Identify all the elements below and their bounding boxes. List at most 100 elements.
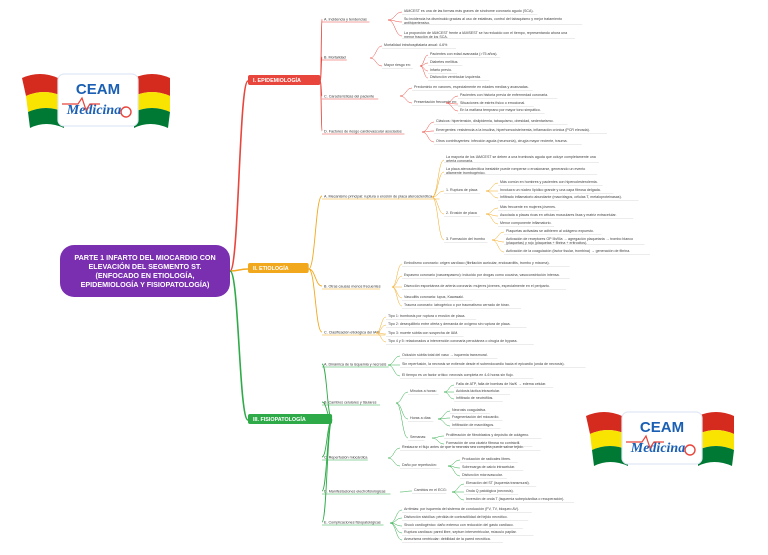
subtopic-label: A. Dinámica de la isquemia y necrosis bbox=[324, 363, 386, 367]
leaf-text: Shock cardiogénico: daño extenso con red… bbox=[404, 523, 514, 527]
flag-left-green bbox=[28, 108, 64, 128]
leaf-text: Aneurisma ventricular: debilidad de la p… bbox=[404, 537, 491, 541]
leaf-text: Infiltrado inflamatorio abundante (macró… bbox=[500, 195, 622, 199]
logo-text-ceam: CEAM bbox=[640, 419, 684, 436]
connector bbox=[447, 465, 461, 477]
subtopic-label: A. Mecanismo principal: ruptura o erosió… bbox=[324, 195, 433, 199]
connector bbox=[431, 196, 445, 241]
leaf-text: Presentación frecuente en: bbox=[414, 100, 457, 104]
connector bbox=[387, 19, 403, 23]
section-epidemiologia-label: I. EPIDEMIOLOGÍA bbox=[253, 76, 301, 84]
flag-left-red bbox=[586, 412, 626, 434]
leaf-text: Asociada a placas ricas en células muscu… bbox=[500, 213, 616, 217]
connector bbox=[443, 391, 455, 400]
leaf-text: Disección espontánea de arteria coronari… bbox=[404, 284, 550, 288]
leaf-text: Cambios en el ECG: bbox=[414, 488, 447, 492]
connector bbox=[229, 270, 249, 421]
connector bbox=[399, 95, 413, 104]
root-topic[interactable]: PARTE 1 INFARTO DEL MIOCARDIO CON ELEVAC… bbox=[60, 245, 230, 297]
subtopic-label: B. Mortalidad bbox=[324, 56, 346, 60]
leaf-text: Predominio en varones, especialmente en … bbox=[414, 85, 529, 89]
connector bbox=[485, 207, 499, 215]
connector bbox=[387, 19, 403, 37]
connector bbox=[421, 130, 435, 133]
leaf-text: Horas a días: bbox=[410, 416, 431, 420]
leaf-text: Disfunción sistólica: pérdida de contrac… bbox=[404, 515, 508, 519]
leaf-text: Plaquetas activadas se adhieren al colág… bbox=[506, 229, 594, 233]
connector bbox=[491, 231, 505, 241]
leaf-text: Vasculitis coronaria: lupus, Kawasaki. bbox=[404, 295, 464, 299]
subtopic-label: B. Otras causas menos frecuentes bbox=[324, 285, 381, 289]
connector bbox=[321, 401, 333, 421]
flag-right-yellow bbox=[134, 92, 170, 112]
connector bbox=[395, 402, 409, 420]
connector bbox=[321, 363, 333, 421]
leaf-text: Infiltración de macrófagos. bbox=[452, 423, 494, 427]
connector bbox=[391, 275, 403, 288]
leaf-text: Su incidencia ha disminuido gracias al u… bbox=[404, 17, 562, 25]
heartbeat-icon bbox=[626, 434, 664, 450]
leaf-text: Fragmentación del miocardio. bbox=[452, 415, 499, 419]
flag-right-red bbox=[134, 74, 170, 96]
logo-badge bbox=[57, 73, 139, 127]
leaf-text: 3. Formación del trombo bbox=[446, 237, 485, 241]
connector bbox=[387, 457, 401, 467]
logo-text-medicina: Medicina bbox=[66, 103, 121, 118]
leaf-text: Mayor riesgo en: bbox=[384, 63, 411, 67]
leaf-text: Elevación del ST (isquemia transmural). bbox=[466, 481, 530, 485]
connector bbox=[395, 391, 409, 404]
section-etiologia-box bbox=[248, 263, 309, 273]
flag-left-yellow bbox=[590, 430, 628, 450]
leaf-text: Inversión de onda T (isquemia subepicárd… bbox=[466, 497, 564, 501]
leaf-text: Clásicos: hipertensión, dislipidemia, ta… bbox=[436, 119, 554, 123]
connector bbox=[229, 268, 249, 272]
flag-right-green bbox=[698, 446, 734, 466]
connector bbox=[387, 364, 401, 377]
subtopic-label: C. Características del paciente bbox=[324, 95, 374, 99]
leaf-text: En la mañana temprano por mayor tono sim… bbox=[460, 108, 541, 112]
leaf-text: Proliferación de fibroblastos y depósito… bbox=[446, 433, 529, 437]
stethoscope-icon bbox=[120, 106, 132, 118]
subtopic-label: A. Incidencia y tendencias bbox=[324, 18, 367, 22]
connector bbox=[485, 190, 499, 199]
leaf-text: Semanas: bbox=[410, 435, 426, 439]
leaf-text: Activación de receptores GP IIb/IIIa → a… bbox=[506, 237, 633, 245]
connector bbox=[229, 80, 249, 272]
section-fisiopatologia-label: III. FISIOPATOLOGÍA bbox=[253, 415, 306, 423]
subtopic-label: C. Reperfusión miocárdica bbox=[324, 456, 368, 460]
connector bbox=[375, 324, 387, 334]
connector bbox=[485, 182, 499, 192]
leaf-text: Daño por reperfusión: bbox=[402, 463, 437, 467]
leaf-text: Restaurar el flujo antes de que la necro… bbox=[402, 445, 524, 449]
connector bbox=[485, 213, 499, 225]
subtopic-label: E. Complicaciones fisiopatológicas bbox=[324, 521, 381, 525]
subtopic-label: B. Cambios celulares y tisulares bbox=[324, 401, 377, 405]
section-etiologia-label: II. ETIOLOGÍA bbox=[253, 264, 289, 272]
connector bbox=[387, 355, 401, 366]
connector bbox=[321, 419, 333, 523]
leaf-text: Mortalidad intrahospitalaria anual: 4-6% bbox=[384, 43, 448, 47]
leaf-text: Tipo 4 y 5: relacionados a intervención … bbox=[388, 339, 518, 343]
leaf-text: Más frecuente en mujeres jóvenes. bbox=[500, 205, 556, 209]
connector bbox=[431, 437, 445, 445]
connector bbox=[445, 102, 459, 112]
connector bbox=[395, 402, 409, 439]
connector bbox=[491, 239, 505, 253]
leaf-text: La proporción de IAMCEST frente a IAMSES… bbox=[404, 31, 567, 39]
leaf-text: Oclusión súbita total del vaso → isquemi… bbox=[402, 353, 488, 357]
connector bbox=[451, 491, 465, 501]
leaf-text: Otros contribuyentes: infección aguda (n… bbox=[436, 139, 567, 143]
connector bbox=[431, 190, 445, 198]
logo-badge bbox=[621, 411, 703, 465]
flag-left-yellow bbox=[26, 92, 64, 112]
connector bbox=[319, 56, 323, 82]
connector bbox=[443, 384, 455, 393]
subtopic-label: D. Factores de riesgo cardiovascular aso… bbox=[324, 130, 402, 134]
leaf-text: Pacientes con edad avanzada (>75 años). bbox=[430, 52, 497, 56]
connector bbox=[387, 11, 403, 21]
connector bbox=[421, 131, 435, 143]
connector bbox=[387, 447, 401, 459]
leaf-text: Onda Q patológica (necrosis). bbox=[466, 489, 514, 493]
heartbeat-icon bbox=[62, 96, 100, 112]
